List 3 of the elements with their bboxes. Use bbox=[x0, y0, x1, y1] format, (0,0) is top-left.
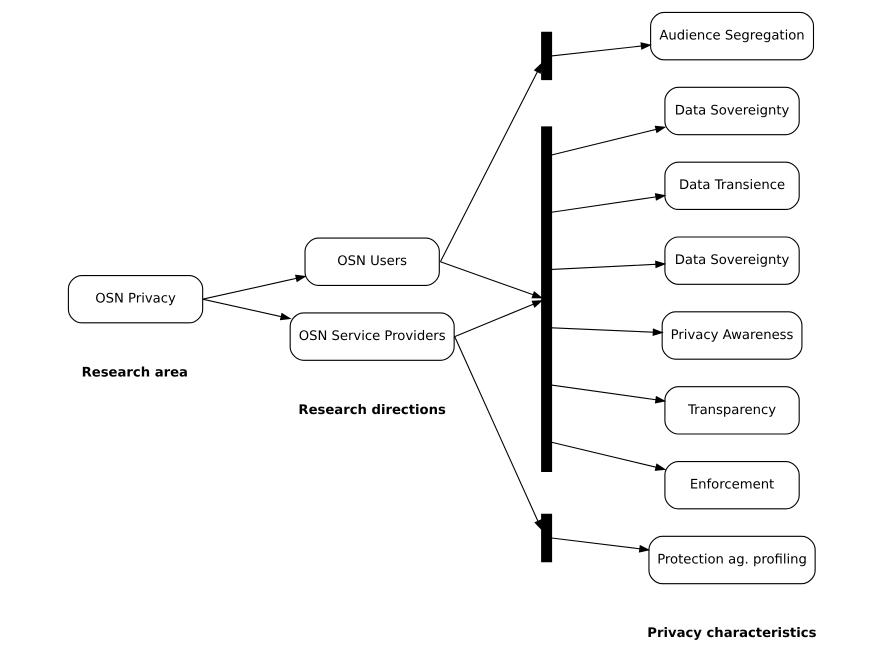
label: Research area bbox=[82, 365, 188, 380]
label: Research directions bbox=[298, 402, 446, 418]
label: Privacy characteristics bbox=[647, 626, 816, 642]
